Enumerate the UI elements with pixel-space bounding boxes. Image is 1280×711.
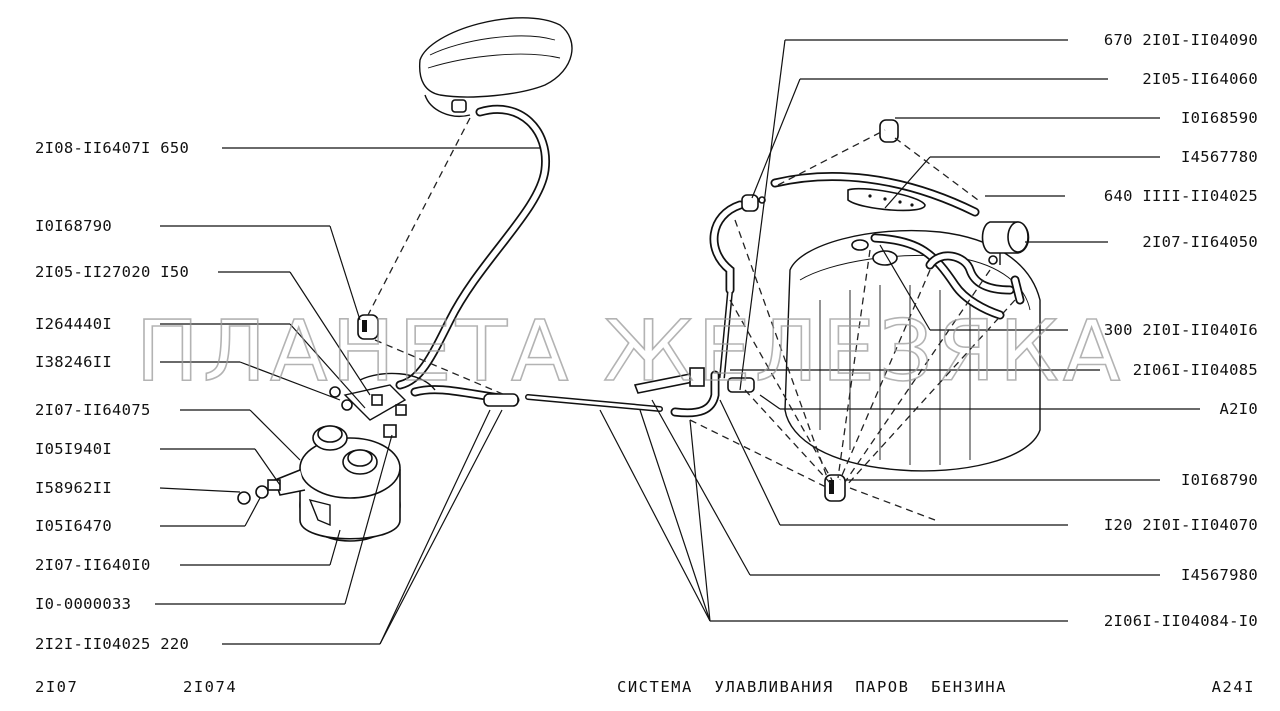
footer-model-2: 2I074	[183, 678, 237, 696]
air-cleaner-housing	[418, 17, 573, 117]
fuel-tank	[784, 229, 1041, 472]
part-label: 2I07-II640I0	[35, 556, 151, 574]
footer-code: A24I	[1212, 678, 1255, 696]
footer: 2I07 2I074 СИСТЕМА УЛАВЛИВАНИЯ ПАРОВ БЕН…	[35, 678, 1255, 696]
part-label: 640 IIII-II04025	[1104, 187, 1258, 205]
part-label: I0I68590	[1181, 109, 1258, 127]
part-label: I0I68790	[1181, 471, 1258, 489]
separator-hoses	[870, 233, 1025, 320]
dashed-guides-right	[689, 129, 1016, 521]
part-label: 2I05-II64060	[1142, 70, 1258, 88]
part-label: 2I07-II64075	[35, 401, 151, 419]
canister-hose-lower	[410, 385, 520, 407]
canister-hose-upper	[395, 104, 551, 390]
gravity-valve	[981, 221, 1030, 265]
part-label: A2I0	[1219, 400, 1258, 418]
vent-hose-vertical	[709, 200, 745, 379]
leader-lines-right	[599, 39, 1200, 622]
part-label: I264440I	[35, 315, 112, 333]
vapor-pipe	[525, 370, 720, 418]
part-label: I0I68790	[35, 217, 112, 235]
part-label: I4567980	[1181, 566, 1258, 584]
small-fasteners-left	[237, 386, 353, 505]
vent-hose-long	[770, 172, 980, 217]
part-label: I38246II	[35, 353, 112, 371]
part-label: 2I06I-II04085	[1133, 361, 1258, 379]
leader-lines-left	[155, 147, 540, 645]
part-label: I0-0000033	[35, 595, 131, 613]
part-label: 300 2I0I-II040I6	[1104, 321, 1258, 339]
strap-holder	[847, 187, 926, 212]
part-label: 2I07-II64050	[1142, 233, 1258, 251]
labels-left: 2I08-II6407I 650 I0I68790 2I05-II27020 I…	[35, 139, 189, 653]
footer-model-1: 2I07	[35, 678, 78, 696]
part-label: I05I6470	[35, 517, 112, 535]
part-label: I4567780	[1181, 148, 1258, 166]
bracket-center	[633, 367, 705, 394]
part-label: I58962II	[35, 479, 112, 497]
dashed-guides-left	[367, 117, 506, 396]
watermark: ПЛАНЕТА ЖЕЛЕЗЯКА	[136, 302, 1125, 400]
part-label: I20 2I0I-II04070	[1104, 516, 1258, 534]
part-label: 2I08-II6407I 650	[35, 139, 189, 157]
part-label: I05I940I	[35, 440, 112, 458]
part-label: 2I06I-II04084-I0	[1104, 612, 1258, 630]
footer-title: СИСТЕМА УЛАВЛИВАНИЯ ПАРОВ БЕНЗИНА	[617, 678, 1007, 696]
part-label: 2I05-II27020 I50	[35, 263, 189, 281]
part-label: 670 2I0I-II04090	[1104, 31, 1258, 49]
labels-right: 670 2I0I-II04090 2I05-II64060 I0I68590 I…	[1104, 31, 1258, 630]
part-label: 2I2I-II04025 220	[35, 635, 189, 653]
evap-canister	[274, 372, 436, 542]
